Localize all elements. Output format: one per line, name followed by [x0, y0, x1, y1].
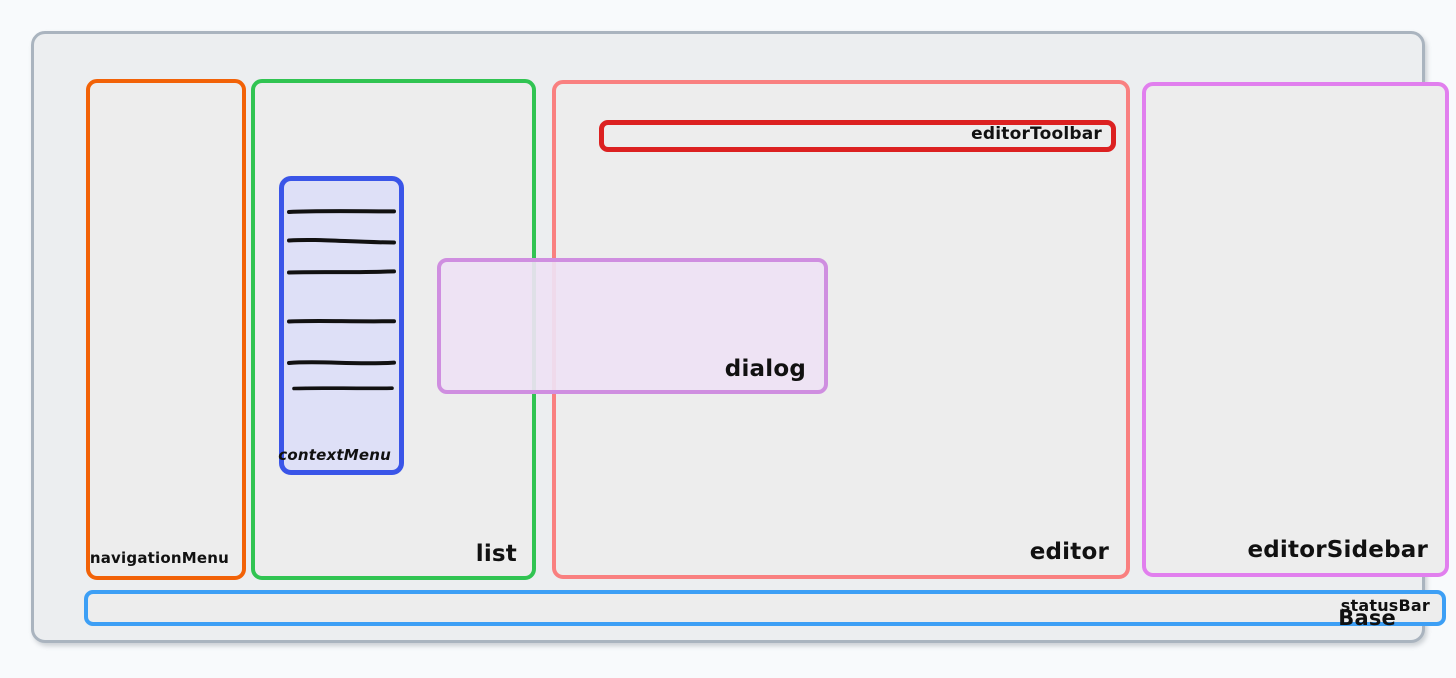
region-label-editor-sidebar: editorSidebar [1247, 537, 1428, 563]
region-label-base: Base [1338, 606, 1396, 630]
region-dialog[interactable]: dialog [437, 258, 828, 394]
region-context-menu[interactable]: contextMenu [278, 176, 404, 475]
region-editor-toolbar[interactable]: editorToolbar [599, 120, 1116, 152]
region-navigation-menu[interactable]: navigationMenu [86, 79, 246, 580]
region-label-list: list [475, 541, 517, 567]
region-label-status-bar: statusBar [1340, 596, 1430, 615]
region-label-context-menu: contextMenu [278, 446, 391, 464]
region-label-editor-toolbar: editorToolbar [971, 124, 1102, 144]
region-label-editor: editor [1029, 539, 1109, 565]
region-editor-sidebar[interactable]: editorSidebar [1142, 82, 1449, 577]
region-status-bar[interactable]: statusBar [84, 590, 1446, 626]
region-base[interactable]: navigationMenu list contextMenu edit [31, 31, 1449, 643]
region-label-dialog: dialog [724, 356, 806, 382]
context-menu-item-lines [287, 209, 396, 391]
region-label-navigation-menu: navigationMenu [89, 549, 229, 567]
